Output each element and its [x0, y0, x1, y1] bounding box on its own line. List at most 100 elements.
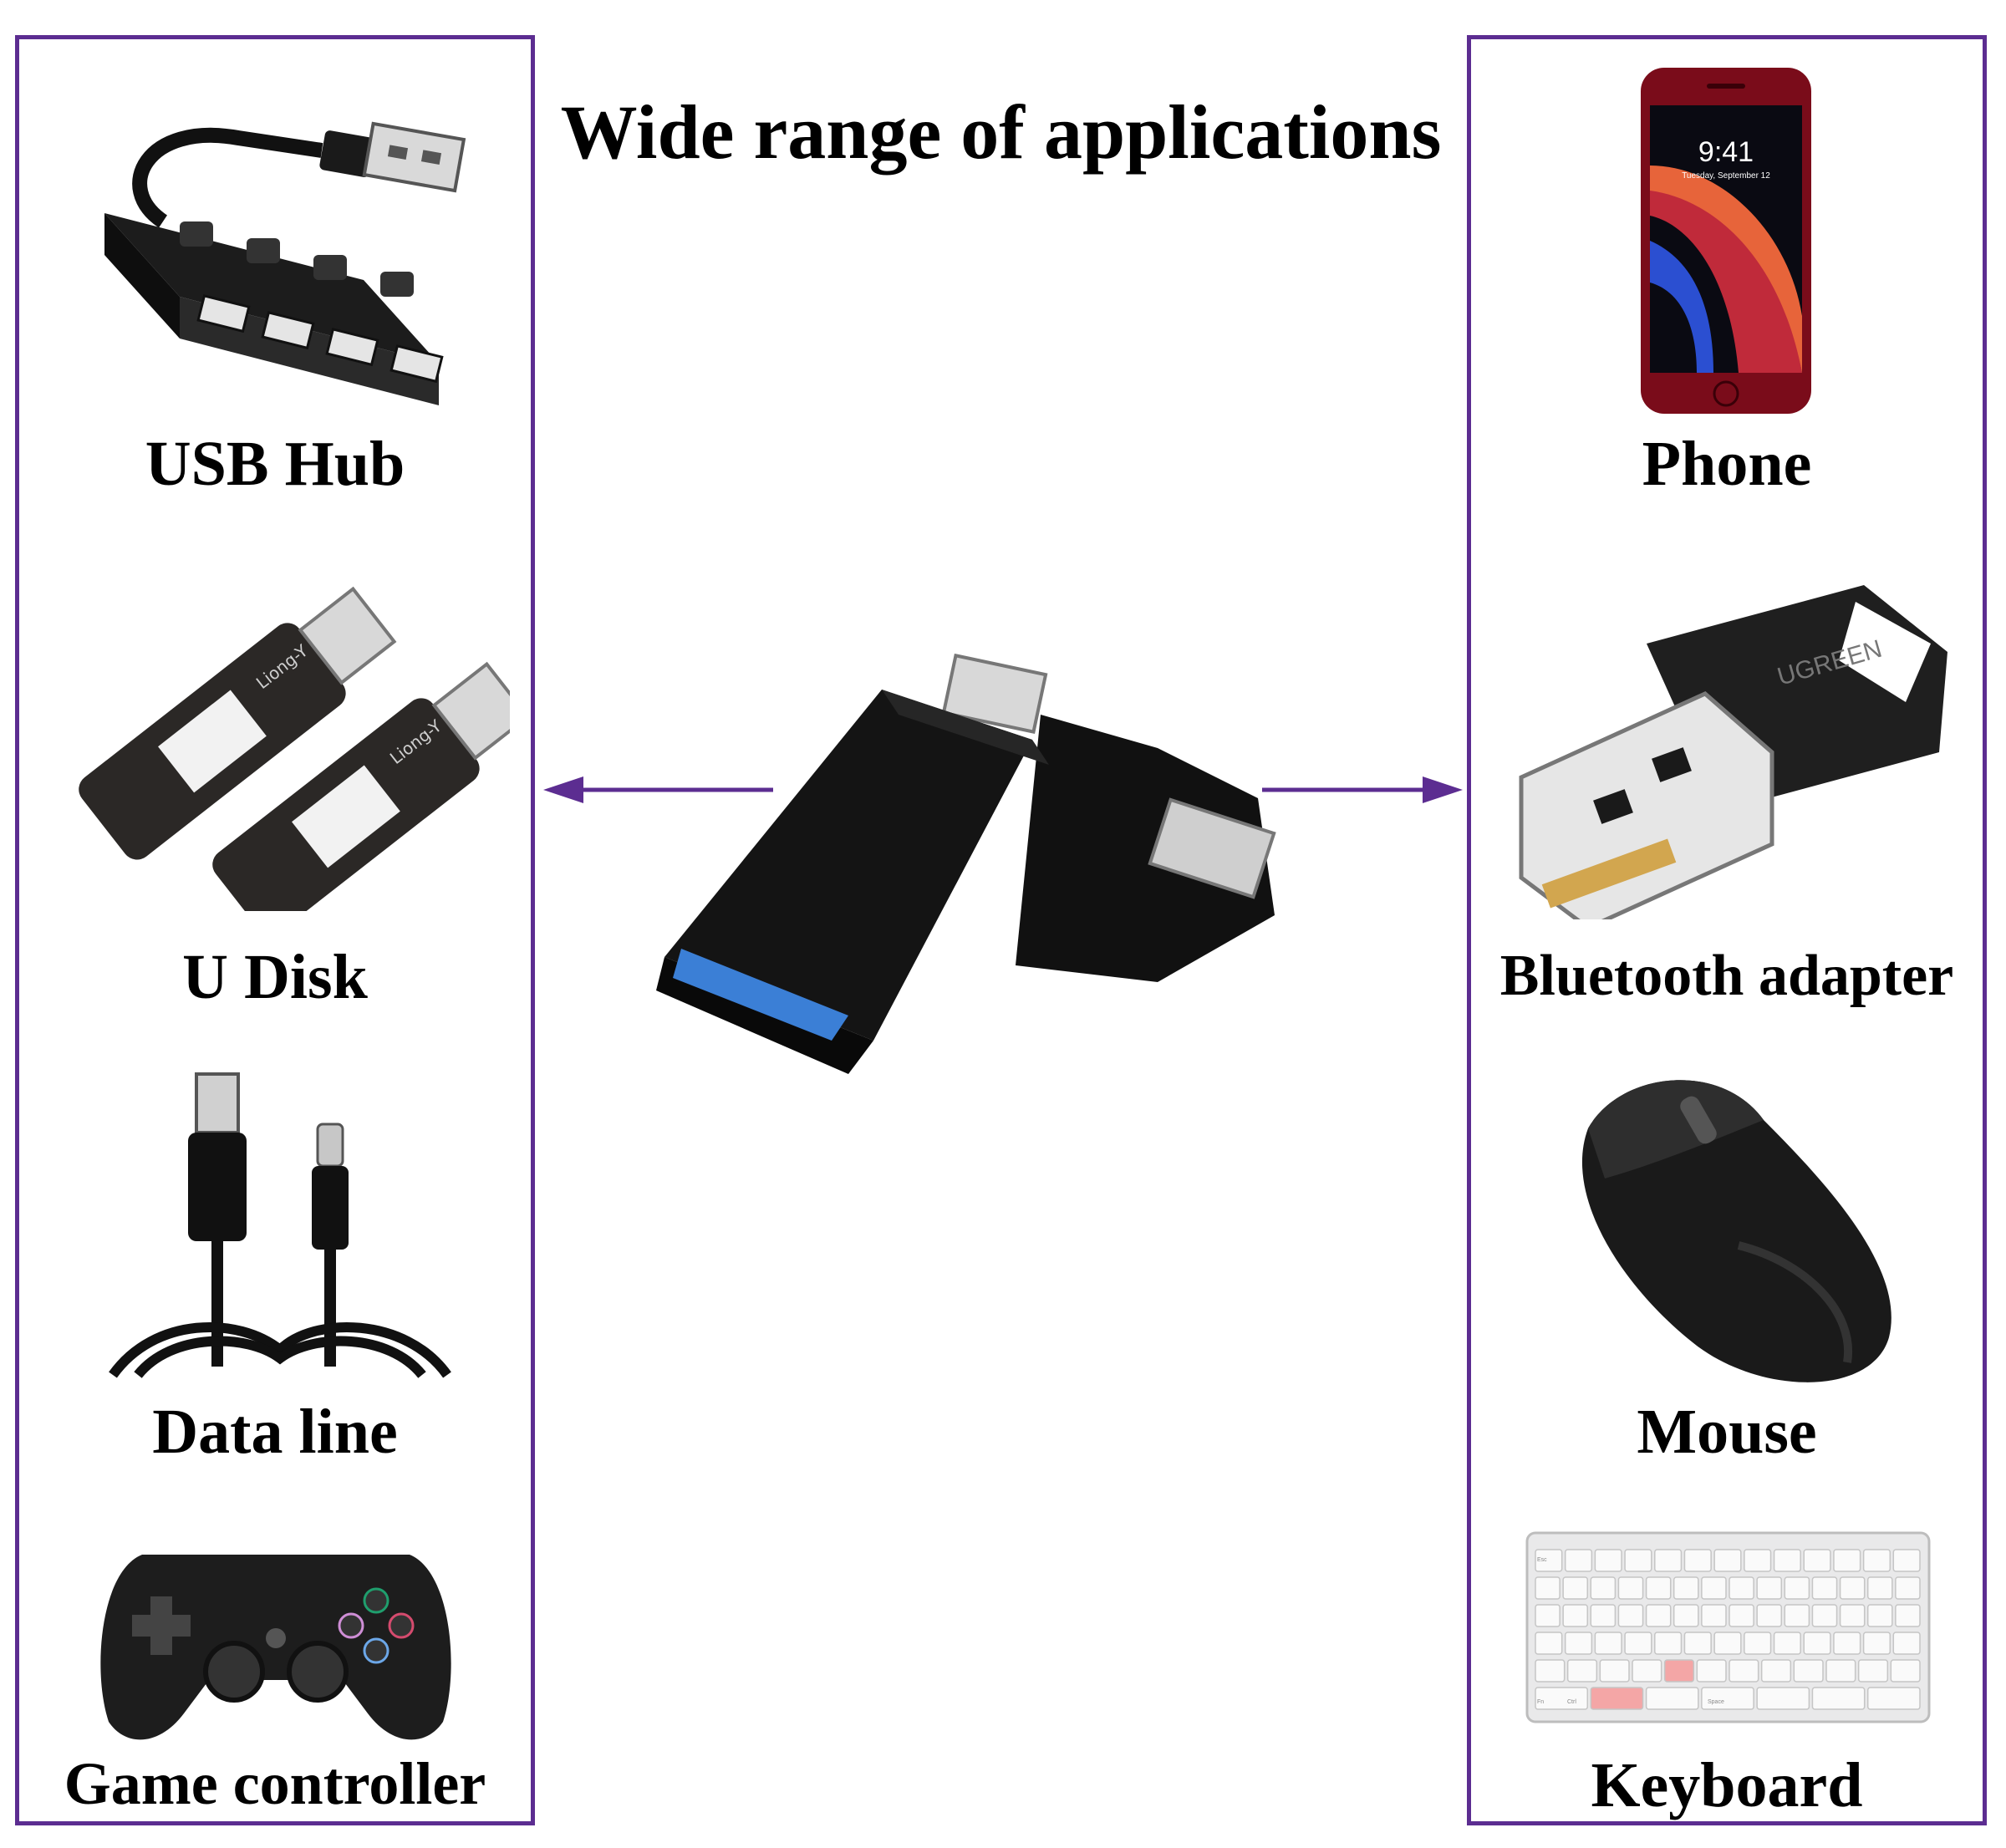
keyboard-key	[1654, 1549, 1683, 1572]
game-controller-icon	[92, 1521, 460, 1747]
keyboard-key	[1866, 1687, 1921, 1710]
mouse-icon	[1555, 1061, 1906, 1396]
keyboard-key	[1590, 1604, 1617, 1627]
keyboard-key	[1729, 1604, 1754, 1627]
keyboard-key	[1535, 1659, 1566, 1683]
keyboard-key	[1673, 1576, 1699, 1600]
keyboard-key	[1654, 1632, 1683, 1655]
keyboard-key	[1645, 1687, 1699, 1710]
keyboard-key	[1857, 1659, 1889, 1683]
keyboard-key	[1696, 1659, 1727, 1683]
keyboard-key	[1701, 1687, 1754, 1710]
svg-text:Tuesday, September 12: Tuesday, September 12	[1682, 171, 1770, 181]
keyboard-key	[1562, 1576, 1589, 1600]
keyboard-key	[1535, 1549, 1563, 1572]
keyboard-key	[1825, 1659, 1856, 1683]
keyboard-key	[1701, 1604, 1727, 1627]
keyboard-key	[1892, 1632, 1921, 1655]
keyboard-key	[1564, 1549, 1593, 1572]
phone-label: Phone	[1642, 429, 1812, 499]
usb-hub-label: USB Hub	[145, 429, 405, 499]
usb-hub-icon	[71, 88, 481, 422]
keyboard-key	[1756, 1576, 1783, 1600]
keyboard-key	[1535, 1687, 1589, 1710]
phone-icon: 9:41 Tuesday, September 12	[1638, 65, 1814, 416]
keyboard-key	[1811, 1687, 1866, 1710]
keyboard-key	[1632, 1659, 1662, 1683]
right-panel-frame	[1467, 35, 1987, 1825]
keyboard-key	[1833, 1632, 1861, 1655]
bluetooth-adapter-label: Bluetooth adapter	[1499, 944, 1954, 1008]
keyboard-key	[1663, 1659, 1695, 1683]
keyboard-key	[1599, 1659, 1630, 1683]
svg-text:Ctrl: Ctrl	[1567, 1699, 1576, 1705]
svg-text:9:41: 9:41	[1698, 136, 1754, 168]
keyboard-key	[1862, 1632, 1891, 1655]
keyboard-key	[1673, 1604, 1699, 1627]
keyboard-key	[1862, 1549, 1891, 1572]
keyboard-key	[1793, 1659, 1824, 1683]
otg-adapter-icon	[656, 648, 1333, 1082]
left-panel-frame	[15, 35, 535, 1825]
keyboard-key	[1760, 1659, 1792, 1683]
keyboard-key	[1744, 1632, 1772, 1655]
keyboard-key	[1784, 1604, 1810, 1627]
keyboard-key	[1683, 1549, 1712, 1572]
keyboard-key	[1729, 1659, 1759, 1683]
svg-text:Esc: Esc	[1537, 1557, 1547, 1563]
keyboard-key	[1713, 1549, 1742, 1572]
keyboard-key	[1617, 1604, 1644, 1627]
keyboard-key	[1594, 1549, 1622, 1572]
keyboard-key	[1895, 1576, 1921, 1600]
keyboard-key	[1839, 1604, 1866, 1627]
data-cable-icon	[104, 1066, 456, 1383]
keyboard-key	[1624, 1549, 1652, 1572]
keyboard-key	[1701, 1576, 1727, 1600]
hub-port-row	[196, 294, 444, 384]
keyboard-key	[1833, 1549, 1861, 1572]
keyboard-key	[1564, 1632, 1593, 1655]
keyboard-key	[1590, 1687, 1644, 1710]
keyboard-key	[1839, 1576, 1866, 1600]
keyboard-key	[1756, 1687, 1810, 1710]
keyboard-key	[1803, 1632, 1831, 1655]
u-disk-icon: Liong-Y Liong-Y	[42, 543, 510, 911]
keyboard-key	[1811, 1604, 1838, 1627]
keyboard-key	[1866, 1576, 1893, 1600]
keyboard-icon: Esc Fn Ctrl Space	[1525, 1531, 1931, 1723]
keyboard-key	[1566, 1659, 1598, 1683]
bluetooth-adapter-icon: UGREEN	[1504, 585, 1956, 919]
keyboard-key	[1803, 1549, 1831, 1572]
keyboard-key	[1594, 1632, 1622, 1655]
keyboard-key	[1624, 1632, 1652, 1655]
keyboard-key	[1773, 1632, 1801, 1655]
keyboard-key	[1645, 1604, 1672, 1627]
arrow-right	[1262, 773, 1463, 807]
keyboard-key	[1811, 1576, 1838, 1600]
keyboard-key	[1713, 1632, 1742, 1655]
keyboard-key	[1535, 1604, 1561, 1627]
keyboard-key	[1773, 1549, 1801, 1572]
keyboard-key	[1683, 1632, 1712, 1655]
keyboard-key	[1535, 1632, 1563, 1655]
svg-text:Space: Space	[1708, 1699, 1724, 1705]
keyboard-label: Keyboard	[1591, 1750, 1863, 1820]
keyboard-key	[1562, 1604, 1589, 1627]
game-controller-label: Game controller	[64, 1750, 486, 1817]
keyboard-key	[1784, 1576, 1810, 1600]
keyboard-key	[1866, 1604, 1893, 1627]
mouse-label: Mouse	[1637, 1397, 1817, 1467]
keyboard-key	[1729, 1576, 1754, 1600]
keyboard-key	[1756, 1604, 1783, 1627]
usb-a-port-icon	[673, 949, 848, 1041]
keyboard-key	[1892, 1549, 1921, 1572]
page-title: Wide range of applications	[560, 89, 1442, 175]
keyboard-key	[1890, 1659, 1921, 1683]
keyboard-key	[1744, 1549, 1772, 1572]
keyboard-key	[1535, 1576, 1561, 1600]
u-disk-label: U Disk	[182, 942, 368, 1012]
keyboard-key	[1645, 1576, 1672, 1600]
keyboard-key	[1590, 1576, 1617, 1600]
keyboard-key	[1617, 1576, 1644, 1600]
keyboard-key	[1895, 1604, 1921, 1627]
